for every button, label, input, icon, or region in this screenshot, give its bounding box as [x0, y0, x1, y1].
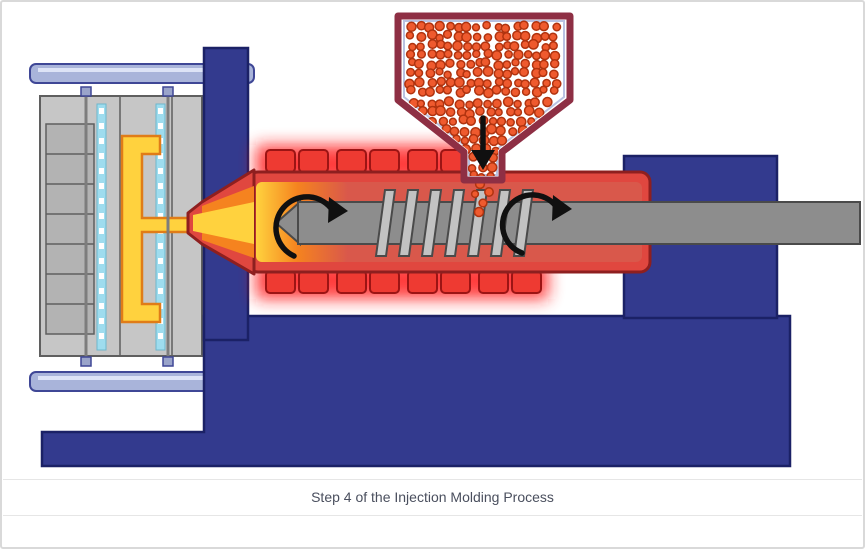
caption-divider-bottom: [3, 515, 862, 516]
feed-arrow-icon: [471, 115, 495, 170]
guide-rod: [80, 86, 92, 367]
rotation-arrow-right-icon: [499, 192, 572, 256]
rotation-arrow-left-icon: [273, 194, 348, 259]
figure-caption: Step 4 of the Injection Molding Process: [311, 489, 554, 505]
guide-rod: [162, 86, 174, 367]
caption-divider-top: [3, 479, 862, 480]
mold-assembly: [39, 86, 203, 367]
nozzle: [186, 168, 256, 276]
injection-molding-diagram: [2, 4, 863, 478]
diagram-canvas: [29, 12, 861, 468]
machine-base: [40, 314, 792, 468]
cooling-channel: [96, 103, 107, 351]
